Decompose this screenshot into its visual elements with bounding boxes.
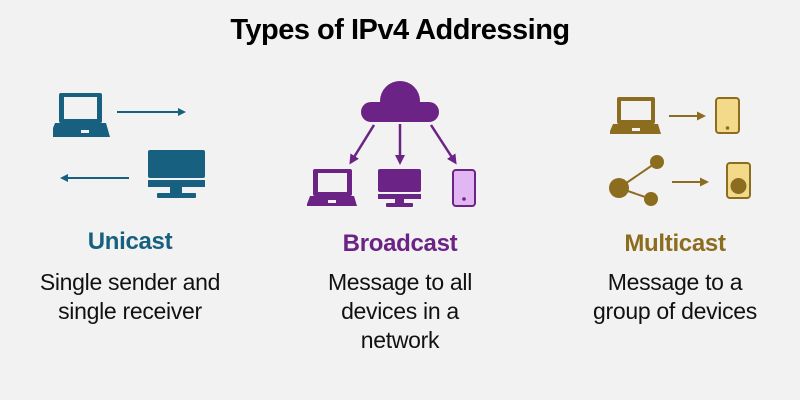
broadcast-arrow-down-right-icon xyxy=(429,124,457,165)
description-line: Message to a xyxy=(607,269,743,295)
unicast-label: Unicast xyxy=(87,228,173,255)
broadcast-cloud-icon xyxy=(361,81,439,122)
unicast-desktop-monitor-icon xyxy=(148,150,205,198)
multicast-laptop-icon xyxy=(610,97,661,134)
multicast-tablet-icon xyxy=(715,97,740,134)
broadcast-laptop-icon xyxy=(307,169,357,206)
unicast-laptop-icon xyxy=(53,93,110,137)
multicast-description: Message to a group of devices xyxy=(545,268,800,326)
multicast-label: Multicast xyxy=(624,230,726,257)
description-line: Single sender and xyxy=(39,269,221,295)
description-line: Message to all xyxy=(327,269,473,295)
broadcast-arrow-down-left-icon xyxy=(349,124,376,165)
multicast-share-icon xyxy=(609,155,664,206)
broadcast-label: Broadcast xyxy=(342,230,458,257)
broadcast-desktop-monitor-icon xyxy=(378,169,421,207)
description-line: single receiver xyxy=(58,298,202,324)
description-line: network xyxy=(360,327,440,353)
broadcast-tablet-icon xyxy=(452,169,476,207)
broadcast-description: Message to all devices in a network xyxy=(270,268,530,355)
description-line: devices in a xyxy=(341,298,459,324)
description-line: group of devices xyxy=(593,298,757,324)
multicast-speaker-device-icon xyxy=(726,162,751,199)
unicast-description: Single sender and single receiver xyxy=(0,268,260,326)
page-title: Types of IPv4 Addressing xyxy=(230,14,570,46)
